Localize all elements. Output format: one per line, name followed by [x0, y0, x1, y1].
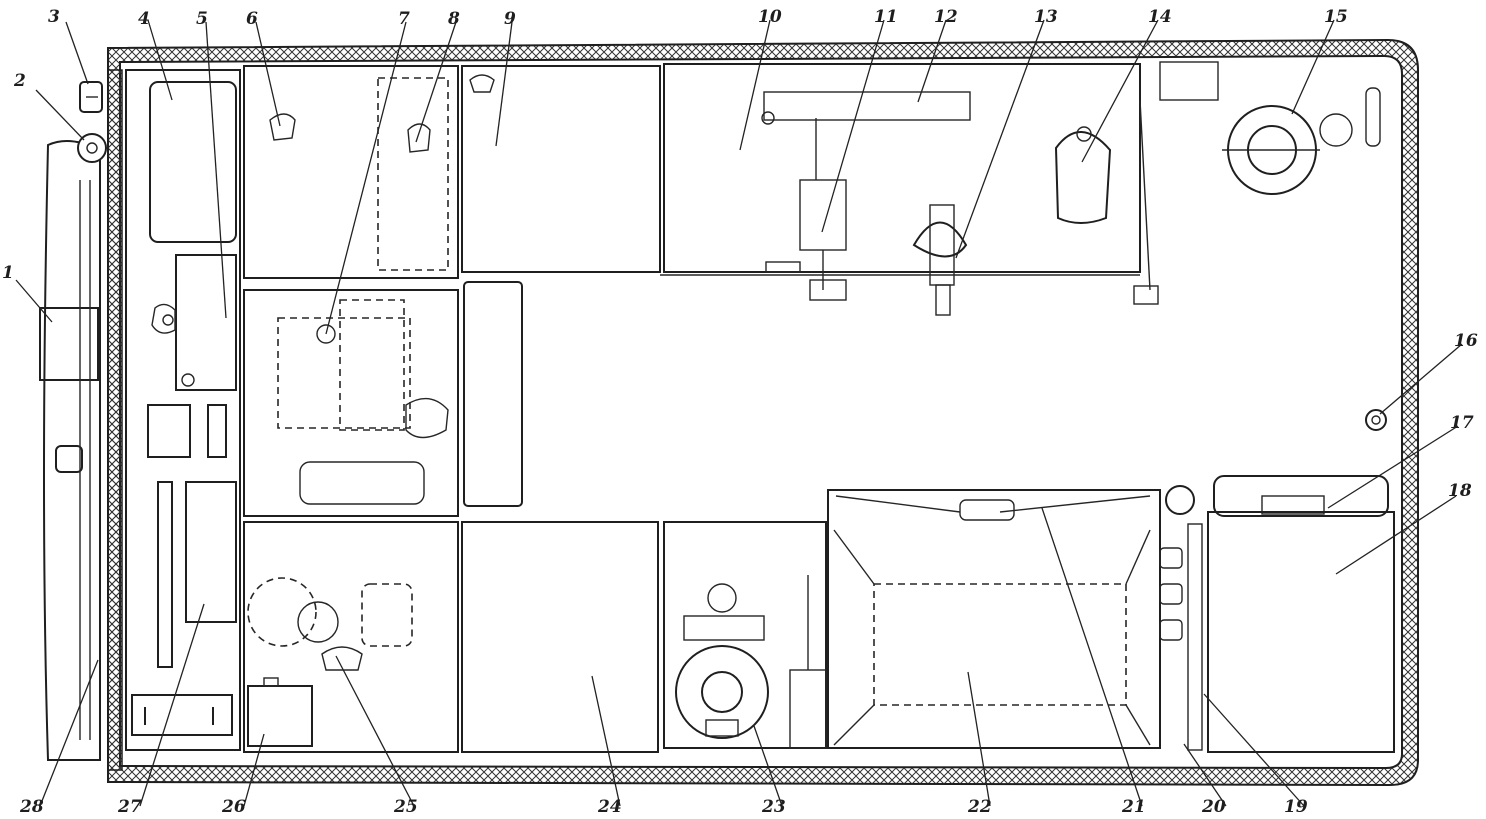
- left-strap-assembly: [39, 81, 107, 761]
- callout-27: 27: [117, 797, 142, 815]
- callout-2: 2: [13, 71, 26, 91]
- callout-16: 16: [1454, 331, 1478, 351]
- callout-7: 7: [398, 9, 410, 29]
- callout-13: 13: [1034, 7, 1058, 27]
- callout-11: 11: [874, 7, 898, 27]
- callout-6: 6: [246, 9, 258, 29]
- upper-compartments: [243, 63, 1159, 316]
- leader-lines: [15, 19, 1463, 807]
- callout-5: 5: [196, 9, 208, 29]
- callout-3: 3: [48, 7, 60, 27]
- callout-8: 8: [447, 9, 460, 29]
- callout-22: 22: [967, 797, 992, 815]
- case-outer-wall: [107, 38, 1419, 787]
- left-column-compartment: [125, 69, 241, 751]
- callout-15: 15: [1324, 7, 1348, 27]
- middle-compartments: [243, 274, 1140, 517]
- lower-compartments: [243, 489, 1161, 753]
- callout-12: 12: [934, 7, 958, 27]
- right-compartments: [1159, 61, 1395, 753]
- callout-labels: 1 2 3 4 5 6 7 8 9 10 11 12 13 14 15 16 1…: [2, 7, 1478, 817]
- callout-9: 9: [504, 9, 516, 29]
- callout-28: 28: [19, 797, 44, 815]
- callout-19: 19: [1284, 797, 1308, 815]
- callout-18: 18: [1448, 481, 1472, 501]
- callout-1: 1: [2, 263, 14, 283]
- callout-23: 23: [761, 797, 786, 815]
- callout-25: 25: [393, 797, 418, 815]
- callout-4: 4: [138, 9, 150, 29]
- callout-24: 24: [597, 797, 622, 815]
- callout-10: 10: [758, 7, 782, 27]
- callout-21: 21: [1121, 797, 1146, 815]
- callout-17: 17: [1450, 413, 1474, 433]
- callout-14: 14: [1148, 7, 1172, 27]
- callout-26: 26: [221, 797, 246, 815]
- callout-20: 20: [1201, 797, 1226, 815]
